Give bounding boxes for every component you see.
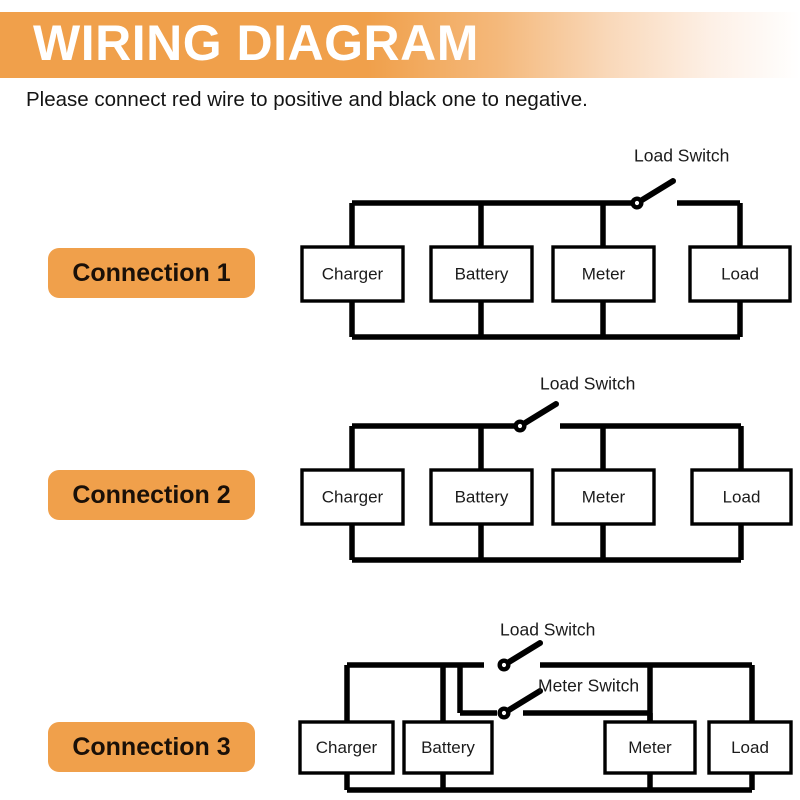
load-switch-pivot-icon — [497, 658, 511, 672]
connection-3-circuit: Charger Battery Meter Load Load SwitchMeter … — [298, 620, 793, 793]
load-box — [707, 720, 793, 775]
battery-box — [402, 720, 494, 775]
load-switch-pivot-icon — [513, 419, 527, 433]
charger-box — [300, 468, 405, 526]
load-switch-pivot-icon — [630, 196, 644, 210]
meter-switch-label: Meter Switch — [538, 676, 639, 696]
load-box — [688, 245, 792, 303]
connection-2-circuit: Charger Battery Meter Load Load Switch — [300, 374, 793, 563]
load-box-label: Load — [721, 264, 759, 283]
connection-1-circuit: Charger Battery Meter Load Load Switch — [300, 146, 792, 340]
meter-box — [551, 245, 656, 303]
load-switch-arm — [506, 640, 543, 665]
load-box-label: Load — [731, 738, 769, 757]
charger-box — [298, 720, 395, 775]
load-switch-label: Load Switch — [540, 374, 635, 394]
battery-box-label: Battery — [455, 487, 509, 506]
battery-box — [429, 468, 534, 526]
load-switch-arm — [639, 178, 676, 203]
charger-box-label: Charger — [322, 487, 384, 506]
page-subtitle: Please connect red wire to positive and … — [26, 88, 588, 111]
load-switch-arm — [522, 401, 559, 426]
connection-1-label: Connection 1 — [48, 248, 255, 298]
battery-box-label: Battery — [455, 264, 509, 283]
load-box-label: Load — [723, 487, 761, 506]
page-title: WIRING DIAGRAM — [33, 15, 479, 71]
connection-3-label: Connection 3 — [48, 722, 255, 772]
meter-box-label: Meter — [582, 487, 626, 506]
battery-box — [429, 245, 534, 303]
connection-2-label: Connection 2 — [48, 470, 255, 520]
load-switch-label: Load Switch — [634, 146, 729, 166]
charger-box-label: Charger — [322, 264, 384, 283]
header-banner — [0, 12, 800, 78]
charger-box-label: Charger — [316, 738, 378, 757]
load-box — [690, 468, 793, 526]
battery-box-label: Battery — [421, 738, 475, 757]
meter-box — [551, 468, 656, 526]
meter-box-label: Meter — [628, 738, 672, 757]
load-switch-label: Load Switch — [500, 620, 595, 640]
meter-box — [603, 720, 697, 775]
meter-switch-arm — [506, 688, 543, 713]
meter-box-label: Meter — [582, 264, 626, 283]
charger-box — [300, 245, 405, 303]
meter-switch-pivot-icon — [497, 706, 511, 720]
